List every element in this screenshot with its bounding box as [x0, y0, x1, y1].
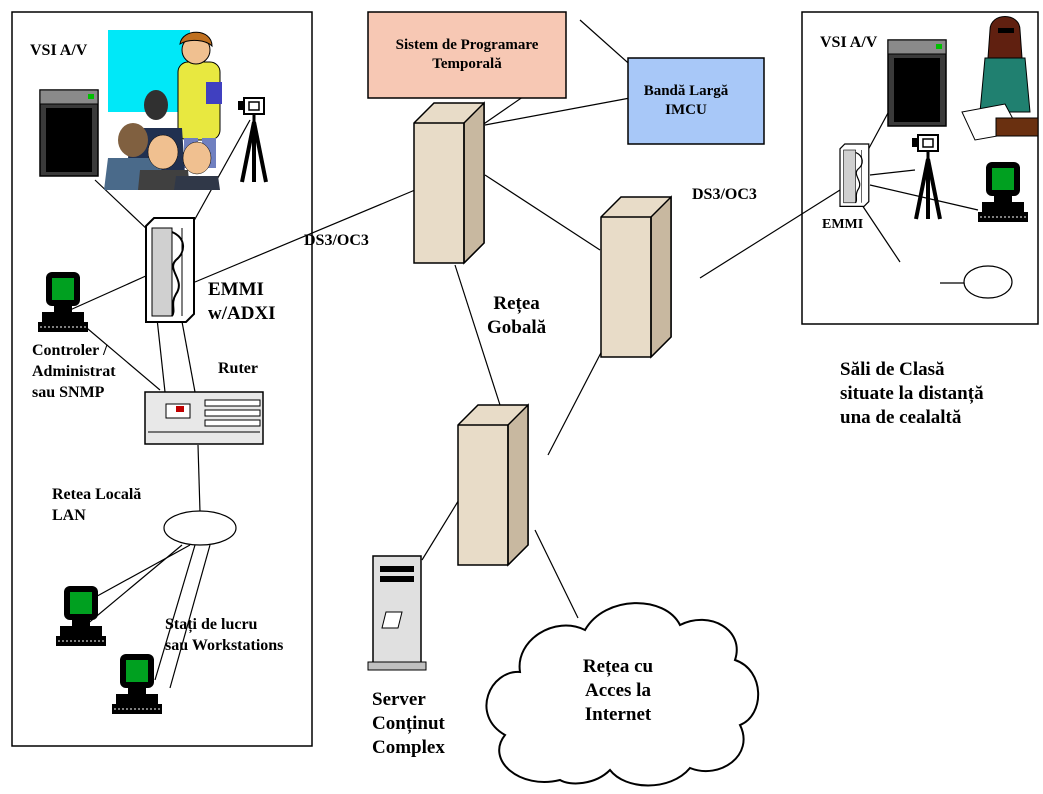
- scheduler-box-bg: [367, 11, 567, 99]
- workstations-label: Stați de lucru sau Workstations: [165, 616, 284, 654]
- server-device: [367, 555, 427, 671]
- router-device: [144, 391, 264, 445]
- lan-ring-right: [963, 265, 1013, 299]
- internet-cloud-label: Rețea cu Acces la Internet: [582, 656, 654, 725]
- ds3-label-right: DS3/OC3: [692, 186, 757, 203]
- global-node-2: [600, 196, 672, 358]
- emmi-label-right: EMMI: [822, 217, 864, 232]
- scheduler-system-box: Sistem de Programare Temporală: [395, 37, 539, 72]
- vsi-cabinet-left: [39, 89, 99, 177]
- global-network-label: Rețea Gobală: [487, 293, 547, 338]
- instructor-figure: [961, 16, 1039, 141]
- global-node-1: [413, 102, 485, 264]
- imcu-box-bg: [627, 57, 765, 145]
- controller-workstation: [37, 271, 89, 333]
- left-site-frame: [11, 11, 313, 747]
- vsi-label-left: VSI A/V: [30, 42, 88, 59]
- emmi-label-left: EMMI w/ADXI: [208, 279, 276, 324]
- vsi-cabinet-right: [887, 39, 947, 127]
- emmi-unit-right: [839, 143, 870, 208]
- global-node-3: [457, 404, 529, 566]
- emmi-unit-left: [145, 217, 195, 323]
- workstation-2: [111, 653, 163, 715]
- ds3-label-left: DS3/OC3: [304, 232, 369, 249]
- server-label: Server Conținut Complex: [372, 689, 445, 758]
- classrooms-label: Săli de Clasă situate la distanță una de…: [840, 359, 984, 428]
- lan-ring: [163, 510, 237, 546]
- right-site-frame: [801, 11, 1039, 325]
- controller-label: Controler / Administrat sau SNMP: [32, 342, 116, 401]
- vsi-label-right: VSI A/V: [820, 34, 878, 51]
- internet-cloud-shape: [485, 602, 760, 787]
- audience-figures: [104, 90, 220, 190]
- workstation-right: [977, 161, 1029, 223]
- imcu-box: Bandă Largă IMCU: [643, 83, 729, 118]
- video-camera-left: [236, 96, 268, 184]
- video-camera-right: [910, 133, 942, 221]
- router-label: Ruter: [218, 360, 258, 377]
- lan-label: Retea Locală LAN: [52, 486, 142, 524]
